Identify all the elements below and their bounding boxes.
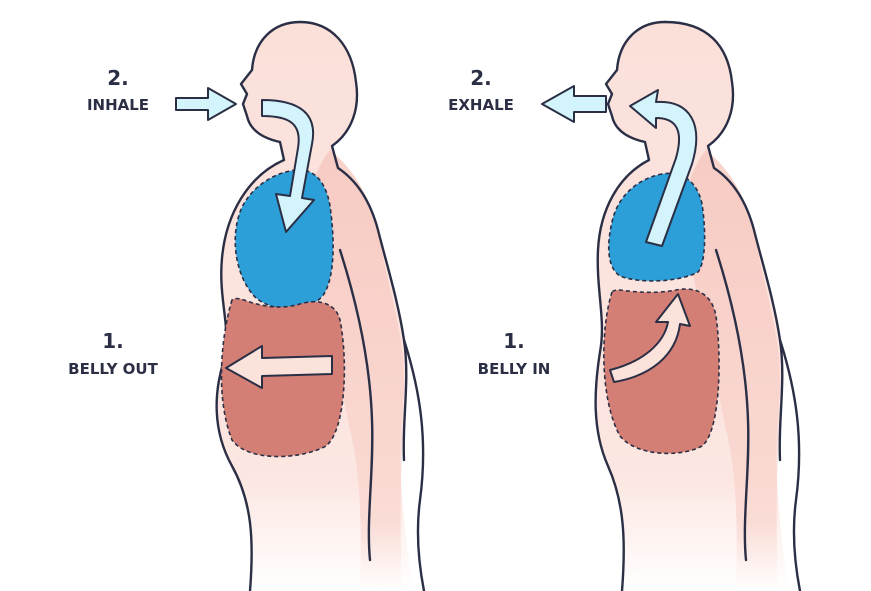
air-flow-arrow-icon xyxy=(175,87,237,121)
belly xyxy=(603,288,720,455)
breath-label: INHALE xyxy=(87,96,149,114)
arm-outline xyxy=(714,248,750,562)
body-shade xyxy=(684,150,780,591)
belly-step-number: 1. xyxy=(503,329,525,353)
arm-back-outline xyxy=(402,338,426,591)
belly-movement-arrow-icon xyxy=(609,293,691,383)
air-flow-curve-arrow-icon xyxy=(629,89,698,247)
label-group-inhale: 2. INHALE 1. BELLY OUT xyxy=(68,66,158,378)
belly xyxy=(220,297,346,458)
belly-label: BELLY IN xyxy=(478,360,551,378)
breath-label: EXHALE xyxy=(448,96,514,114)
body-outline-front xyxy=(594,20,667,591)
figure-inhale xyxy=(175,20,426,591)
air-flow-curve-arrow-icon xyxy=(261,99,315,233)
breath-step-number: 2. xyxy=(107,66,129,90)
air-flow-arrow-icon xyxy=(541,85,607,123)
belly-step-number: 1. xyxy=(102,329,124,353)
body-outline-back xyxy=(298,20,408,462)
figure-exhale xyxy=(541,20,802,591)
arm-outline xyxy=(338,248,374,562)
arm-back-outline xyxy=(778,338,802,591)
body-outline-front xyxy=(215,20,302,591)
belly-movement-arrow-icon xyxy=(225,345,333,389)
label-group-exhale: 2. EXHALE 1. BELLY IN xyxy=(448,66,550,378)
breath-step-number: 2. xyxy=(470,66,492,90)
body-outline-back xyxy=(663,20,784,462)
belly-label: BELLY OUT xyxy=(68,360,158,378)
